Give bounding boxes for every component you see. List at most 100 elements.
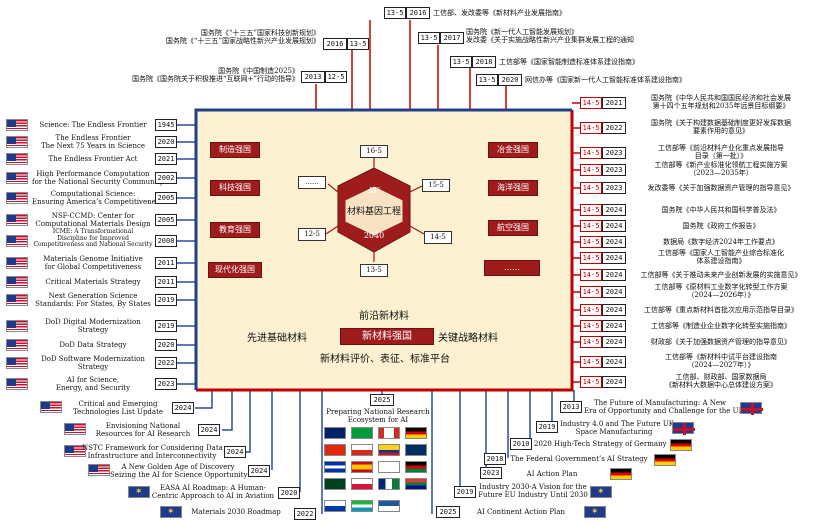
australia-flag-icon [324, 427, 346, 439]
left-text-line: Standards: For States, By States [35, 300, 151, 308]
left-text-line: Critical Materials Strategy [45, 278, 141, 286]
right-year-16: 2024 [602, 376, 626, 388]
bottom-left-year-2: 2024 [198, 424, 220, 436]
right-year-4: 2023 [602, 164, 626, 176]
left-year-4: 2002 [155, 172, 177, 184]
right-text-1: 国务院《中华人民共和国国民经济和社会发展第十四个五年规划和2035年远景目标纲要… [628, 94, 814, 110]
center-right-label: 14-5 [424, 231, 452, 244]
bottom-left-text-line: Resources for AI Research [95, 430, 191, 438]
top-left-period-1: 13-5 [347, 38, 369, 50]
key-strategic-materials: 关键战略材料 [438, 333, 498, 344]
left-text-12: DoD Data Strategy [32, 341, 154, 349]
top-year-4: 2020 [498, 74, 522, 86]
bottom-right-text-line: Industry 4.0 and The Future UK [560, 420, 675, 428]
left-text-line: Next Generation Science [48, 292, 138, 300]
left-year-7: 2008 [155, 235, 177, 247]
left-text-line: NSF-CCMD: Center for [51, 212, 135, 220]
right-year-2: 2022 [602, 122, 626, 134]
right-text-10: 工信部等《关于推动未来产业创新发展的实施意见》 [628, 271, 814, 279]
left-year-13: 2022 [155, 357, 177, 369]
power-box-education: 教育强国 [210, 222, 260, 238]
center-hexagon-inner [344, 185, 404, 237]
left-text-9: Critical Materials Strategy [32, 278, 154, 286]
colombia-flag-icon [378, 444, 400, 456]
top-left-year-1: 2016 [323, 38, 347, 50]
bottom-left-text-line: NSTC Framework for Considering Data [82, 444, 223, 452]
bottom-right-year-3: 2010 [510, 438, 532, 450]
left-year-5: 2005 [155, 192, 177, 204]
left-year-3: 2021 [155, 153, 177, 165]
bottom-right-year-5: 2023 [480, 467, 502, 479]
right-year-15: 2024 [602, 356, 626, 368]
right-text-14: 财政部《关于加强数据资产管理的指导意见》 [628, 338, 814, 346]
uruguay-flag-icon [324, 500, 346, 512]
right-text-line: 体系建设指南》 [696, 257, 746, 265]
bottom-right-year-4: 2018 [484, 453, 506, 465]
center-ellipsis-label: …… [298, 176, 326, 189]
power-box-ocean: 海洋强国 [488, 180, 538, 196]
us-flag-icon [64, 445, 86, 457]
right-text-7: 国务院《政府工作报告》 [628, 222, 814, 230]
bottom-right-text-line: AI Action Plan [526, 470, 578, 478]
left-text-line: Strategy [77, 326, 109, 334]
advanced-basic-materials: 先进基础材料 [247, 333, 307, 344]
right-text-line: 工信部等《原材料工业数字化转型工作方案 [654, 283, 788, 291]
right-period-10: 14-5 [580, 269, 602, 281]
right-text-line: （2024—2026年）》 [687, 291, 755, 299]
right-text-line: 《新材料大数据中心总体建设方案》 [665, 381, 777, 389]
us-flag-icon [6, 235, 28, 247]
right-year-10: 2024 [602, 269, 626, 281]
left-text-line: DoD Data Strategy [59, 341, 127, 349]
top-period-3: 13-5 [450, 56, 472, 68]
right-text-15: 工信部等《新材料中试平台建设指南（2024—2027年）》 [628, 353, 814, 369]
us-flag-icon [6, 136, 28, 148]
hexagon-spokes [325, 158, 425, 262]
right-period-13: 14-5 [580, 320, 602, 332]
left-text-line: The Endless Frontier Act [48, 155, 138, 163]
honduras-flag-icon [324, 461, 346, 473]
bottom-left-text-6: Materials 2030 Roadmap [180, 508, 292, 516]
bottom-left-text-line: Centric Approach to AI in Aviation [151, 492, 275, 500]
bottom-right-year-6: 2019 [454, 486, 476, 498]
right-period-12: 14-5 [580, 304, 602, 316]
left-year-1: 1945 [155, 119, 177, 131]
right-year-5: 2023 [602, 182, 626, 194]
top-year-1: 2016 [406, 7, 430, 19]
right-period-11: 14-5 [580, 286, 602, 298]
bottom-right-text-line: Space Manufacturing [575, 428, 653, 436]
extra-flag-icon [378, 500, 400, 512]
right-period-1: 14-5 [580, 97, 602, 109]
bottom-right-year-2: 2019 [536, 421, 558, 433]
left-year-9: 2011 [155, 276, 177, 288]
top-period-4: 13-5 [476, 74, 498, 86]
left-text-line: Strategy [77, 363, 109, 371]
bottom-left-text-line: EASA AI Roadmap: A Human- [160, 484, 266, 492]
right-text-line: 工信部等《国家人工智能产业综合标准化 [658, 249, 784, 257]
bottom-left-text-line: Technologies List Update [72, 408, 164, 416]
right-year-13: 2024 [602, 320, 626, 332]
power-box-metallurgy: 冶金强国 [488, 142, 538, 158]
right-year-1: 2021 [602, 97, 626, 109]
south-africa-flag-icon [405, 478, 427, 490]
spain-flag-icon [351, 461, 373, 473]
right-period-7: 14-5 [580, 220, 602, 232]
bottom-left-year-3: 2024 [224, 446, 246, 458]
de-flag-icon [654, 454, 676, 466]
us-flag-icon [6, 153, 28, 165]
center-bottom-label: 13-5 [360, 264, 388, 277]
bottom-left-text-line: Critical and Emerging [78, 400, 158, 408]
right-period-15: 14-5 [580, 356, 602, 368]
panel-frame-red [196, 110, 574, 392]
uk-flag-icon [672, 422, 695, 435]
us-flag-icon [6, 119, 28, 131]
us-flag-icon [6, 172, 28, 184]
right-period-8: 14-5 [580, 236, 602, 248]
